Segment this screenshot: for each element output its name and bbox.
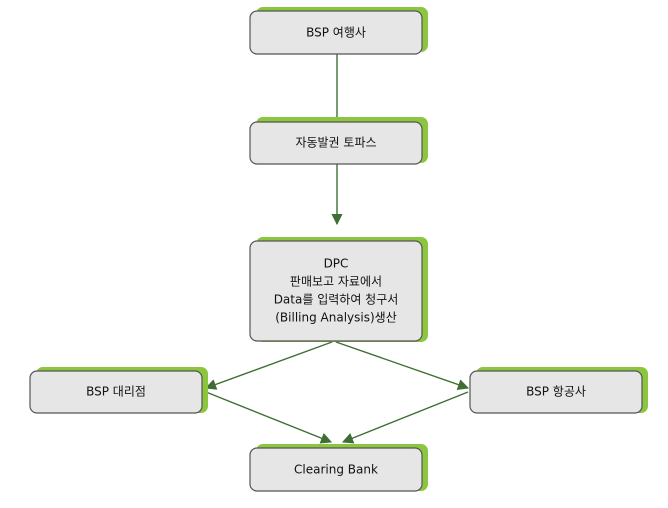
node-dpc-line-3: (Billing Analysis)생산 [275,311,397,325]
node-bsp-airline: BSP 항공사 [469,367,648,414]
node-bsp-agency: BSP 대리점 [29,367,208,414]
node-auto-ticketing: 자동발권 토파스 [249,117,428,165]
node-clearing-bank: Clearing Bank [249,444,428,492]
node-bsp-travel-agency: BSP 여행사 [249,7,428,55]
edge-agency-to-bank [205,391,333,444]
node-dpc-line-2: Data를 입력하여 청구서 [274,293,399,307]
node-auto-ticketing-label: 자동발권 토파스 [295,136,376,150]
node-bsp-agency-label: BSP 대리점 [86,385,146,399]
edge-dpc-to-agency [204,341,333,390]
node-clearing-bank-label: Clearing Bank [294,463,378,477]
node-dpc-title: DPC [324,257,349,271]
edge-airline-to-bank [341,391,469,444]
node-bsp-airline-label: BSP 항공사 [526,385,586,399]
node-dpc: DPC 판매보고 자료에서 Data를 입력하여 청구서 (Billing An… [249,237,428,342]
node-bsp-travel-agency-label: BSP 여행사 [306,25,366,40]
edge-dpc-to-airline [335,341,470,390]
node-dpc-line-1: 판매보고 자료에서 [290,275,382,289]
